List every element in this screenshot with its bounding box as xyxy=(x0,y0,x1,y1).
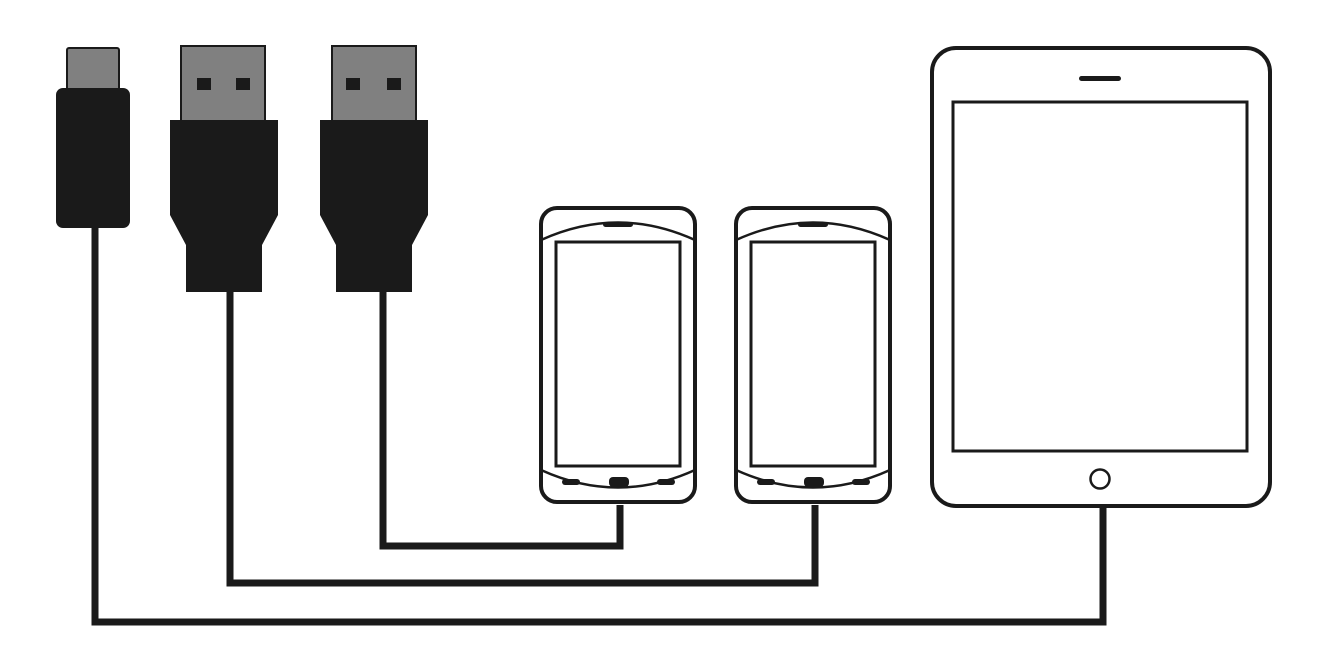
phone-2-back-key xyxy=(757,479,775,485)
cable-usb-a-2-to-phone-1 xyxy=(379,290,624,550)
phone-1-bottom-bezel xyxy=(540,468,696,489)
cable-usb-a-1-to-phone-2 xyxy=(226,290,819,587)
phone-2-bottom-bezel xyxy=(735,468,891,489)
usb-a-2-pin-left xyxy=(346,78,360,90)
phone-2-speaker xyxy=(798,222,828,227)
phone-1-back-key xyxy=(562,479,580,485)
usb-a-1-plug-tip xyxy=(180,45,266,123)
phone-1-menu-key xyxy=(657,479,675,485)
phone-1-screen xyxy=(554,240,682,468)
usb-a-1-plug-body xyxy=(170,120,278,292)
usb-c-connector-icon xyxy=(56,47,130,228)
phone-2-home-key xyxy=(804,477,824,487)
usb-c-plug-tip xyxy=(66,47,120,93)
usb-a-1-pin-left xyxy=(197,78,211,90)
usb-a-connector-icon xyxy=(320,45,428,292)
cables xyxy=(91,228,1107,626)
usb-a-2-pin-right xyxy=(387,78,401,90)
usb-a-1-pin-right xyxy=(236,78,250,90)
phone-1-home-key xyxy=(609,477,629,487)
tablet-icon xyxy=(930,46,1272,508)
tablet-home-button xyxy=(1089,468,1111,490)
usb-a-connector-icon xyxy=(170,45,278,292)
usb-a-2-plug-tip xyxy=(331,45,417,123)
smartphone-icon xyxy=(734,206,892,504)
cable-usb-c-to-tablet xyxy=(91,228,1107,626)
phone-2-menu-key xyxy=(852,479,870,485)
usb-c-plug-body xyxy=(56,88,130,228)
tablet-speaker xyxy=(1079,76,1121,81)
tablet-screen xyxy=(951,100,1249,453)
smartphone-icon xyxy=(539,206,697,504)
phone-1-speaker xyxy=(603,222,633,227)
phone-2-screen xyxy=(749,240,877,468)
usb-a-2-plug-body xyxy=(320,120,428,292)
